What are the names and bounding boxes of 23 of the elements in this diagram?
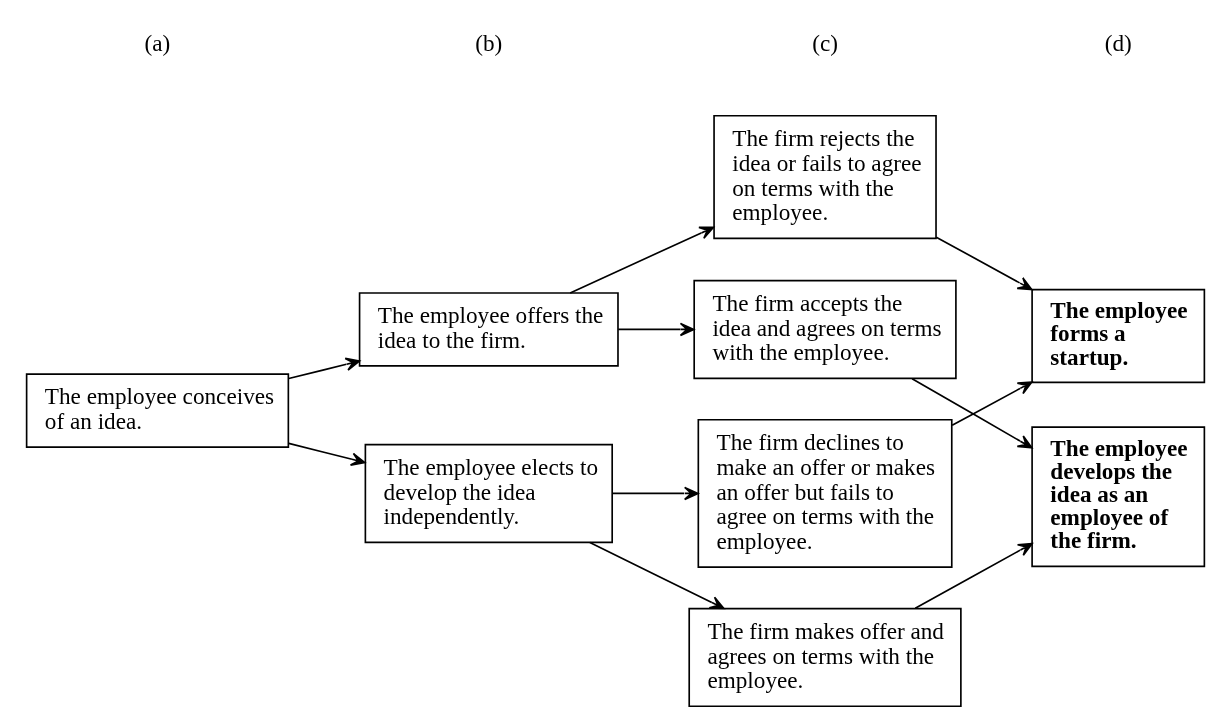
- label: (c): [812, 29, 838, 56]
- node-box: The employee forms a startup.: [1031, 288, 1206, 384]
- arrow: [569, 226, 715, 294]
- arrow: [935, 236, 1033, 291]
- label: (b): [475, 29, 503, 56]
- node-box: The employee offers the idea to the firm.: [358, 292, 619, 367]
- arrow: [287, 357, 361, 380]
- arrow: [914, 542, 1033, 610]
- arrow: [911, 377, 1033, 449]
- label: (a): [144, 29, 171, 56]
- label: (d): [1104, 29, 1132, 56]
- arrow: [589, 541, 725, 610]
- node-box: The employee elects to develop the idea independently.: [364, 443, 614, 544]
- node-box: The firm rejects the idea or fails to agree on terms with the employee.: [713, 114, 937, 240]
- arrow: [611, 486, 699, 501]
- arrow: [617, 322, 695, 337]
- arrow: [951, 381, 1033, 427]
- arrow: [287, 442, 366, 466]
- node-box: The firm makes offer and agrees on terms with the employee.: [688, 607, 962, 708]
- node-box: The employee develops the idea as an employee of the firm.: [1031, 426, 1206, 568]
- node-box: The firm declines to make an offer or makes an offer but fails to agree on terms with the employee.: [697, 418, 953, 568]
- node-box: The employee conceives of an idea.: [25, 373, 290, 448]
- node-box: The firm accepts the idea and agrees on terms with the employee.: [693, 279, 957, 380]
